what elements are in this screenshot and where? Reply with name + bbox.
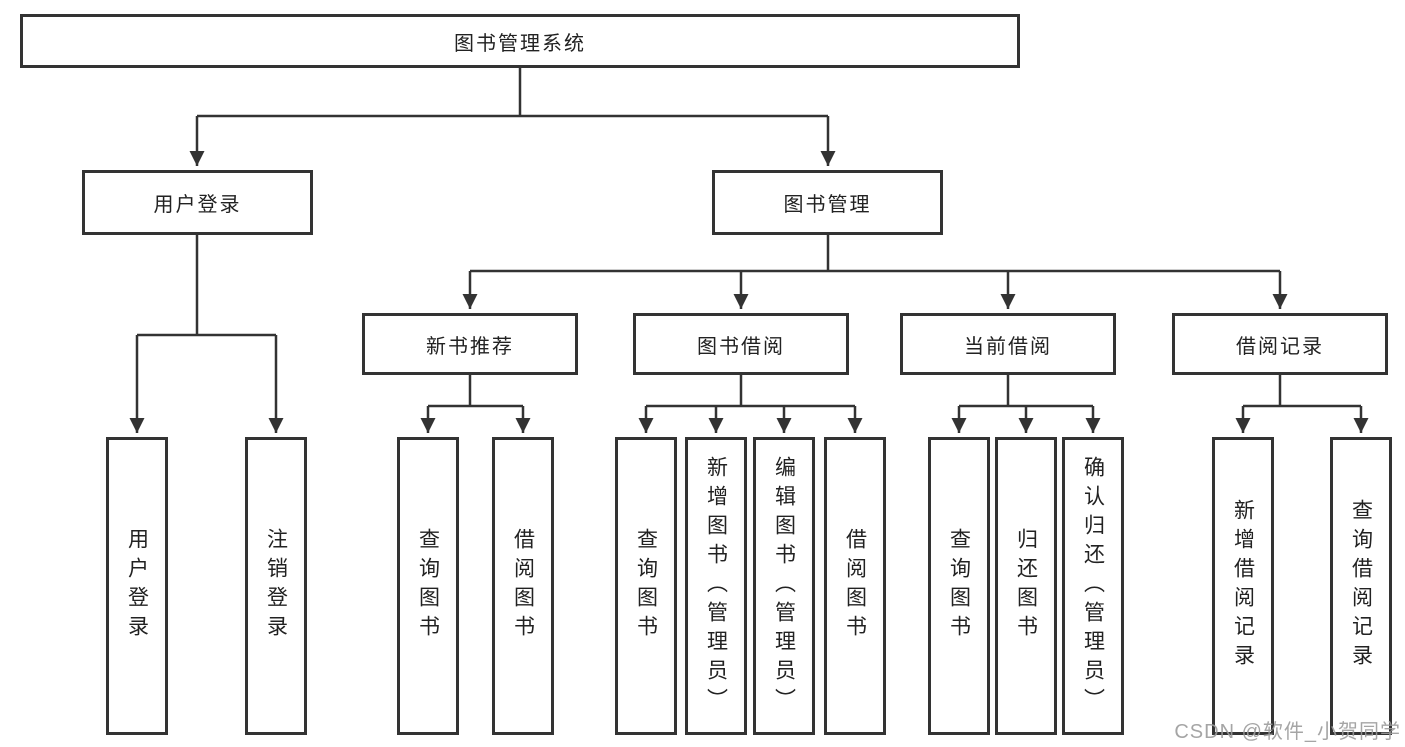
- node-label: 编辑图书（管理员）: [772, 455, 796, 717]
- node-current-borrowing: 当前借阅: [900, 313, 1116, 375]
- node-label: 新书推荐: [426, 335, 514, 358]
- node-label: 查询图书: [416, 528, 440, 644]
- node-user-login: 用户登录: [82, 170, 313, 235]
- connector-user-login: [137, 235, 276, 337]
- node-label: 借阅图书: [843, 528, 867, 644]
- leaf-add-book-admin: 新增图书（管理员）: [685, 437, 747, 735]
- leaf-add-borrow-record: 新增借阅记录: [1212, 437, 1274, 735]
- leaf-query-books-current: 查询图书: [928, 437, 990, 735]
- node-label: 图书管理系统: [454, 32, 586, 55]
- node-label: 当前借阅: [964, 335, 1052, 358]
- connector-current-borrowing: [959, 375, 1093, 408]
- connector-root: [197, 68, 828, 118]
- node-borrowing-records: 借阅记录: [1172, 313, 1388, 375]
- node-label: 归还图书: [1014, 528, 1038, 644]
- node-label: 借阅记录: [1236, 335, 1324, 358]
- leaf-confirm-return-admin: 确认归还（管理员）: [1062, 437, 1124, 735]
- node-new-book-recommend: 新书推荐: [362, 313, 578, 375]
- connector-new-book-recommend: [428, 375, 523, 408]
- leaf-user-login: 用户登录: [106, 437, 168, 735]
- node-label: 图书借阅: [697, 335, 785, 358]
- connector-book-borrowing: [646, 375, 855, 408]
- node-label: 查询图书: [947, 528, 971, 644]
- leaf-borrow-books-borrowing: 借阅图书: [824, 437, 886, 735]
- node-label: 查询图书: [634, 528, 658, 644]
- node-label: 用户登录: [153, 194, 242, 216]
- leaf-query-books-borrowing: 查询图书: [615, 437, 677, 735]
- node-label: 借阅图书: [511, 528, 535, 644]
- leaf-query-borrow-record: 查询借阅记录: [1330, 437, 1392, 735]
- node-label: 确认归还（管理员）: [1081, 455, 1105, 717]
- leaf-logout: 注销登录: [245, 437, 307, 735]
- node-label: 查询借阅记录: [1349, 499, 1373, 673]
- node-book-management: 图书管理: [712, 170, 943, 235]
- connector-book-management: [470, 235, 1280, 273]
- leaf-query-books-recommend: 查询图书: [397, 437, 459, 735]
- node-label: 注销登录: [264, 528, 288, 644]
- watermark-text: CSDN @软件_小贺同学: [1174, 721, 1401, 743]
- node-book-borrowing: 图书借阅: [633, 313, 849, 375]
- node-library-system: 图书管理系统: [20, 14, 1020, 68]
- node-label: 新增图书（管理员）: [704, 455, 728, 717]
- node-label: 用户登录: [125, 528, 149, 644]
- node-label: 图书管理: [783, 194, 872, 216]
- leaf-return-books: 归还图书: [995, 437, 1057, 735]
- leaf-edit-book-admin: 编辑图书（管理员）: [753, 437, 815, 735]
- connector-borrowing-records: [1243, 375, 1361, 408]
- node-label: 新增借阅记录: [1231, 499, 1255, 673]
- leaf-borrow-books-recommend: 借阅图书: [492, 437, 554, 735]
